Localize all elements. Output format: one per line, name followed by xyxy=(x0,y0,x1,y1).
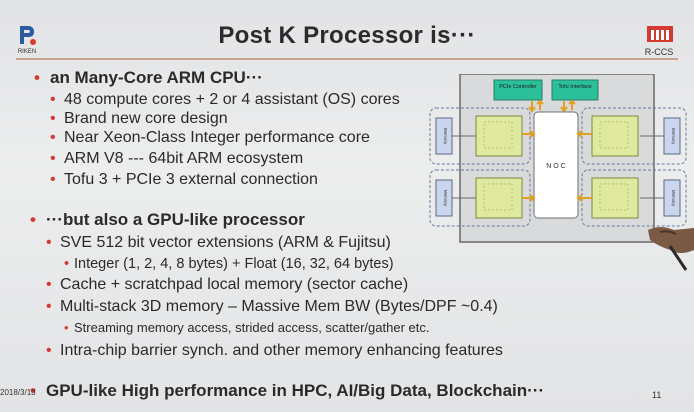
bullet-icon: • xyxy=(50,91,56,108)
sub-list-item: •Integer (1, 2, 4, 8 bytes) + Float (16,… xyxy=(64,256,394,272)
section1-heading: •an Many-Core ARM CPU··· xyxy=(34,68,263,87)
list-item: •ARM V8 --- 64bit ARM ecosystem xyxy=(50,150,304,167)
hand-pointer-icon xyxy=(648,227,694,271)
svg-text:Memory: Memory xyxy=(671,128,676,145)
svg-text:Memory: Memory xyxy=(443,128,448,145)
conclusion: •GPU-like High performance in HPC, AI/Bi… xyxy=(30,381,545,400)
bullet-icon: • xyxy=(34,68,40,87)
pcie-controller-box xyxy=(493,79,543,101)
bullet-icon: • xyxy=(46,234,52,251)
bullet-icon: • xyxy=(46,298,52,315)
page-number: 11 xyxy=(652,390,662,400)
bullet-icon: • xyxy=(50,110,56,127)
arrow-down-icon xyxy=(528,101,536,113)
list-item: •Multi-stack 3D memory – Massive Mem BW … xyxy=(46,298,498,315)
list-item: •Cache + scratchpad local memory (sector… xyxy=(46,276,409,293)
right-logo-text: R-CCS xyxy=(644,47,674,57)
bullet-icon: • xyxy=(50,129,56,146)
core-cluster-top-right xyxy=(591,115,639,157)
bullet-icon: • xyxy=(46,342,52,359)
list-item: •SVE 512 bit vector extensions (ARM & Fu… xyxy=(46,234,391,251)
bullet-icon: • xyxy=(50,150,56,167)
processor-diagram: PCIe Controller Tofu Interface N O C Mem… xyxy=(429,74,687,243)
noc-box xyxy=(533,111,579,219)
svg-text:Memory: Memory xyxy=(671,190,676,207)
rccs-logo-icon xyxy=(647,26,673,42)
noc-label: N O C xyxy=(546,163,565,170)
core-cluster-bottom-right xyxy=(591,177,639,219)
arrow-right-icon xyxy=(522,130,536,138)
list-item: •Brand new core design xyxy=(50,110,228,127)
tofu-label: Tofu Interface xyxy=(558,84,591,90)
svg-text:Memory: Memory xyxy=(443,190,448,207)
list-item: •Intra-chip barrier synch. and other mem… xyxy=(46,342,503,359)
tofu-interface-box xyxy=(551,79,599,101)
title-divider xyxy=(16,58,678,60)
slide-title: Post K Processor is··· xyxy=(218,22,476,49)
core-cluster-bottom-left xyxy=(475,177,523,219)
list-item: •Near Xeon-Class Integer performance cor… xyxy=(50,129,370,146)
pcie-label-line1: PCIe Controller xyxy=(499,84,537,90)
bullet-icon: • xyxy=(30,381,36,400)
slide-date: 2018/3/13 xyxy=(0,388,36,397)
arrow-up-icon xyxy=(568,99,576,110)
arrow-right-icon xyxy=(522,194,536,202)
riken-logo-icon xyxy=(20,26,36,45)
arrow-down-icon xyxy=(560,101,568,113)
list-item: •48 compute cores + 2 or 4 assistant (OS… xyxy=(50,91,400,108)
sub-list-item: •Streaming memory access, strided access… xyxy=(64,320,430,335)
list-item: •Tofu 3 + PCIe 3 external connection xyxy=(50,171,318,188)
bullet-icon: • xyxy=(50,171,56,188)
left-logo-text: RIKEN xyxy=(17,49,37,55)
core-cluster-top-left xyxy=(475,115,523,157)
arrow-left-icon xyxy=(576,194,592,202)
arrow-left-icon xyxy=(576,130,592,138)
arrow-up-icon xyxy=(536,99,544,110)
bullet-icon: • xyxy=(30,210,36,229)
bullet-icon: • xyxy=(64,256,70,272)
section2-heading: •···but also a GPU-like processor xyxy=(30,210,305,229)
bullet-icon: • xyxy=(46,276,52,293)
bullet-icon: • xyxy=(64,320,69,335)
